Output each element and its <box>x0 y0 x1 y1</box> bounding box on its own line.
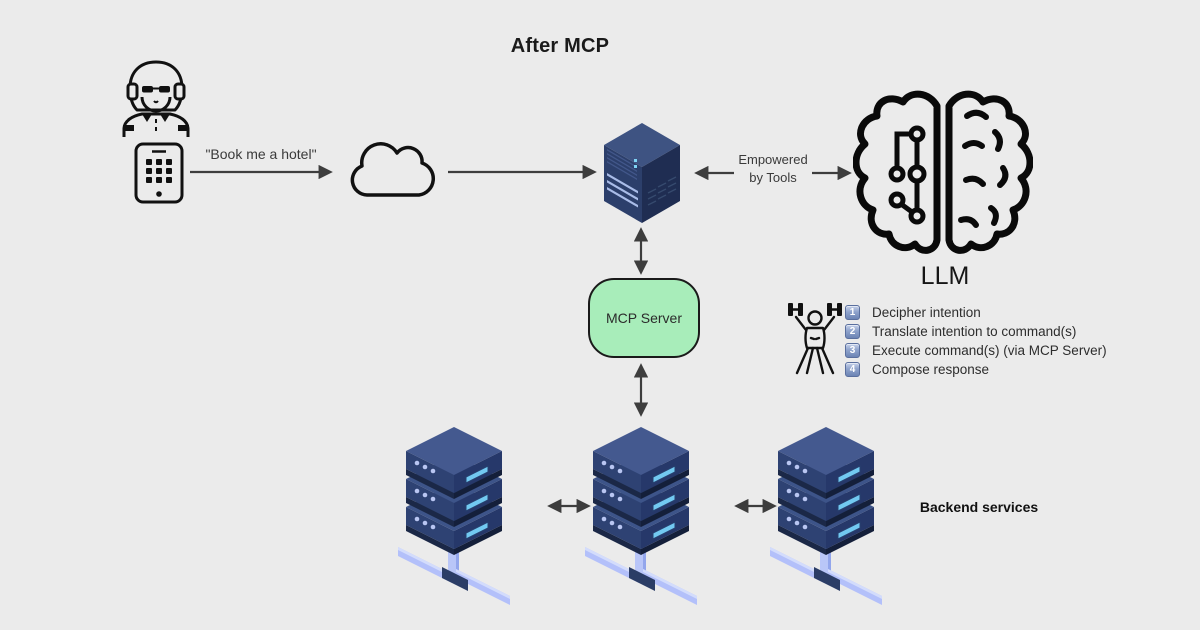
mcp-server-label: MCP Server <box>606 310 682 326</box>
empowered-line1: Empowered <box>738 152 808 167</box>
step-item-4: 4 Compose response <box>845 362 1107 377</box>
cloud-icon <box>350 142 435 197</box>
server-stack-icon-2 <box>585 421 699 611</box>
server-stack-icon-1 <box>398 421 512 611</box>
backend-services-label: Backend services <box>919 499 1039 515</box>
mcp-server-box: MCP Server <box>588 278 700 358</box>
step-1-text: Decipher intention <box>872 305 981 320</box>
step-1-badge: 1 <box>845 305 860 320</box>
step-item-1: 1 Decipher intention <box>845 305 1107 320</box>
step-4-badge: 4 <box>845 362 860 377</box>
step-3-badge: 3 <box>845 343 860 358</box>
step-3-text: Execute command(s) (via MCP Server) <box>872 343 1107 358</box>
smartphone-icon <box>134 142 184 204</box>
weightlifter-icon <box>788 303 842 375</box>
step-2-badge: 2 <box>845 324 860 339</box>
step-item-3: 3 Execute command(s) (via MCP Server) <box>845 343 1107 358</box>
llm-steps-list: 1 Decipher intention 2 Translate intenti… <box>845 305 1107 377</box>
user-request-text: "Book me a hotel" <box>205 146 317 162</box>
empowered-line2: by Tools <box>749 170 797 185</box>
step-item-2: 2 Translate intention to command(s) <box>845 324 1107 339</box>
empowered-by-tools-label: Empowered by Tools <box>723 151 823 187</box>
user-with-headset-icon <box>122 60 190 137</box>
page-title: After MCP <box>510 35 610 57</box>
server-stack-icon-3 <box>770 421 884 611</box>
step-2-text: Translate intention to command(s) <box>872 324 1077 339</box>
llm-label: LLM <box>920 262 970 290</box>
brain-circuit-icon <box>853 90 1033 254</box>
server-tower-icon <box>604 123 680 223</box>
step-4-text: Compose response <box>872 362 990 377</box>
